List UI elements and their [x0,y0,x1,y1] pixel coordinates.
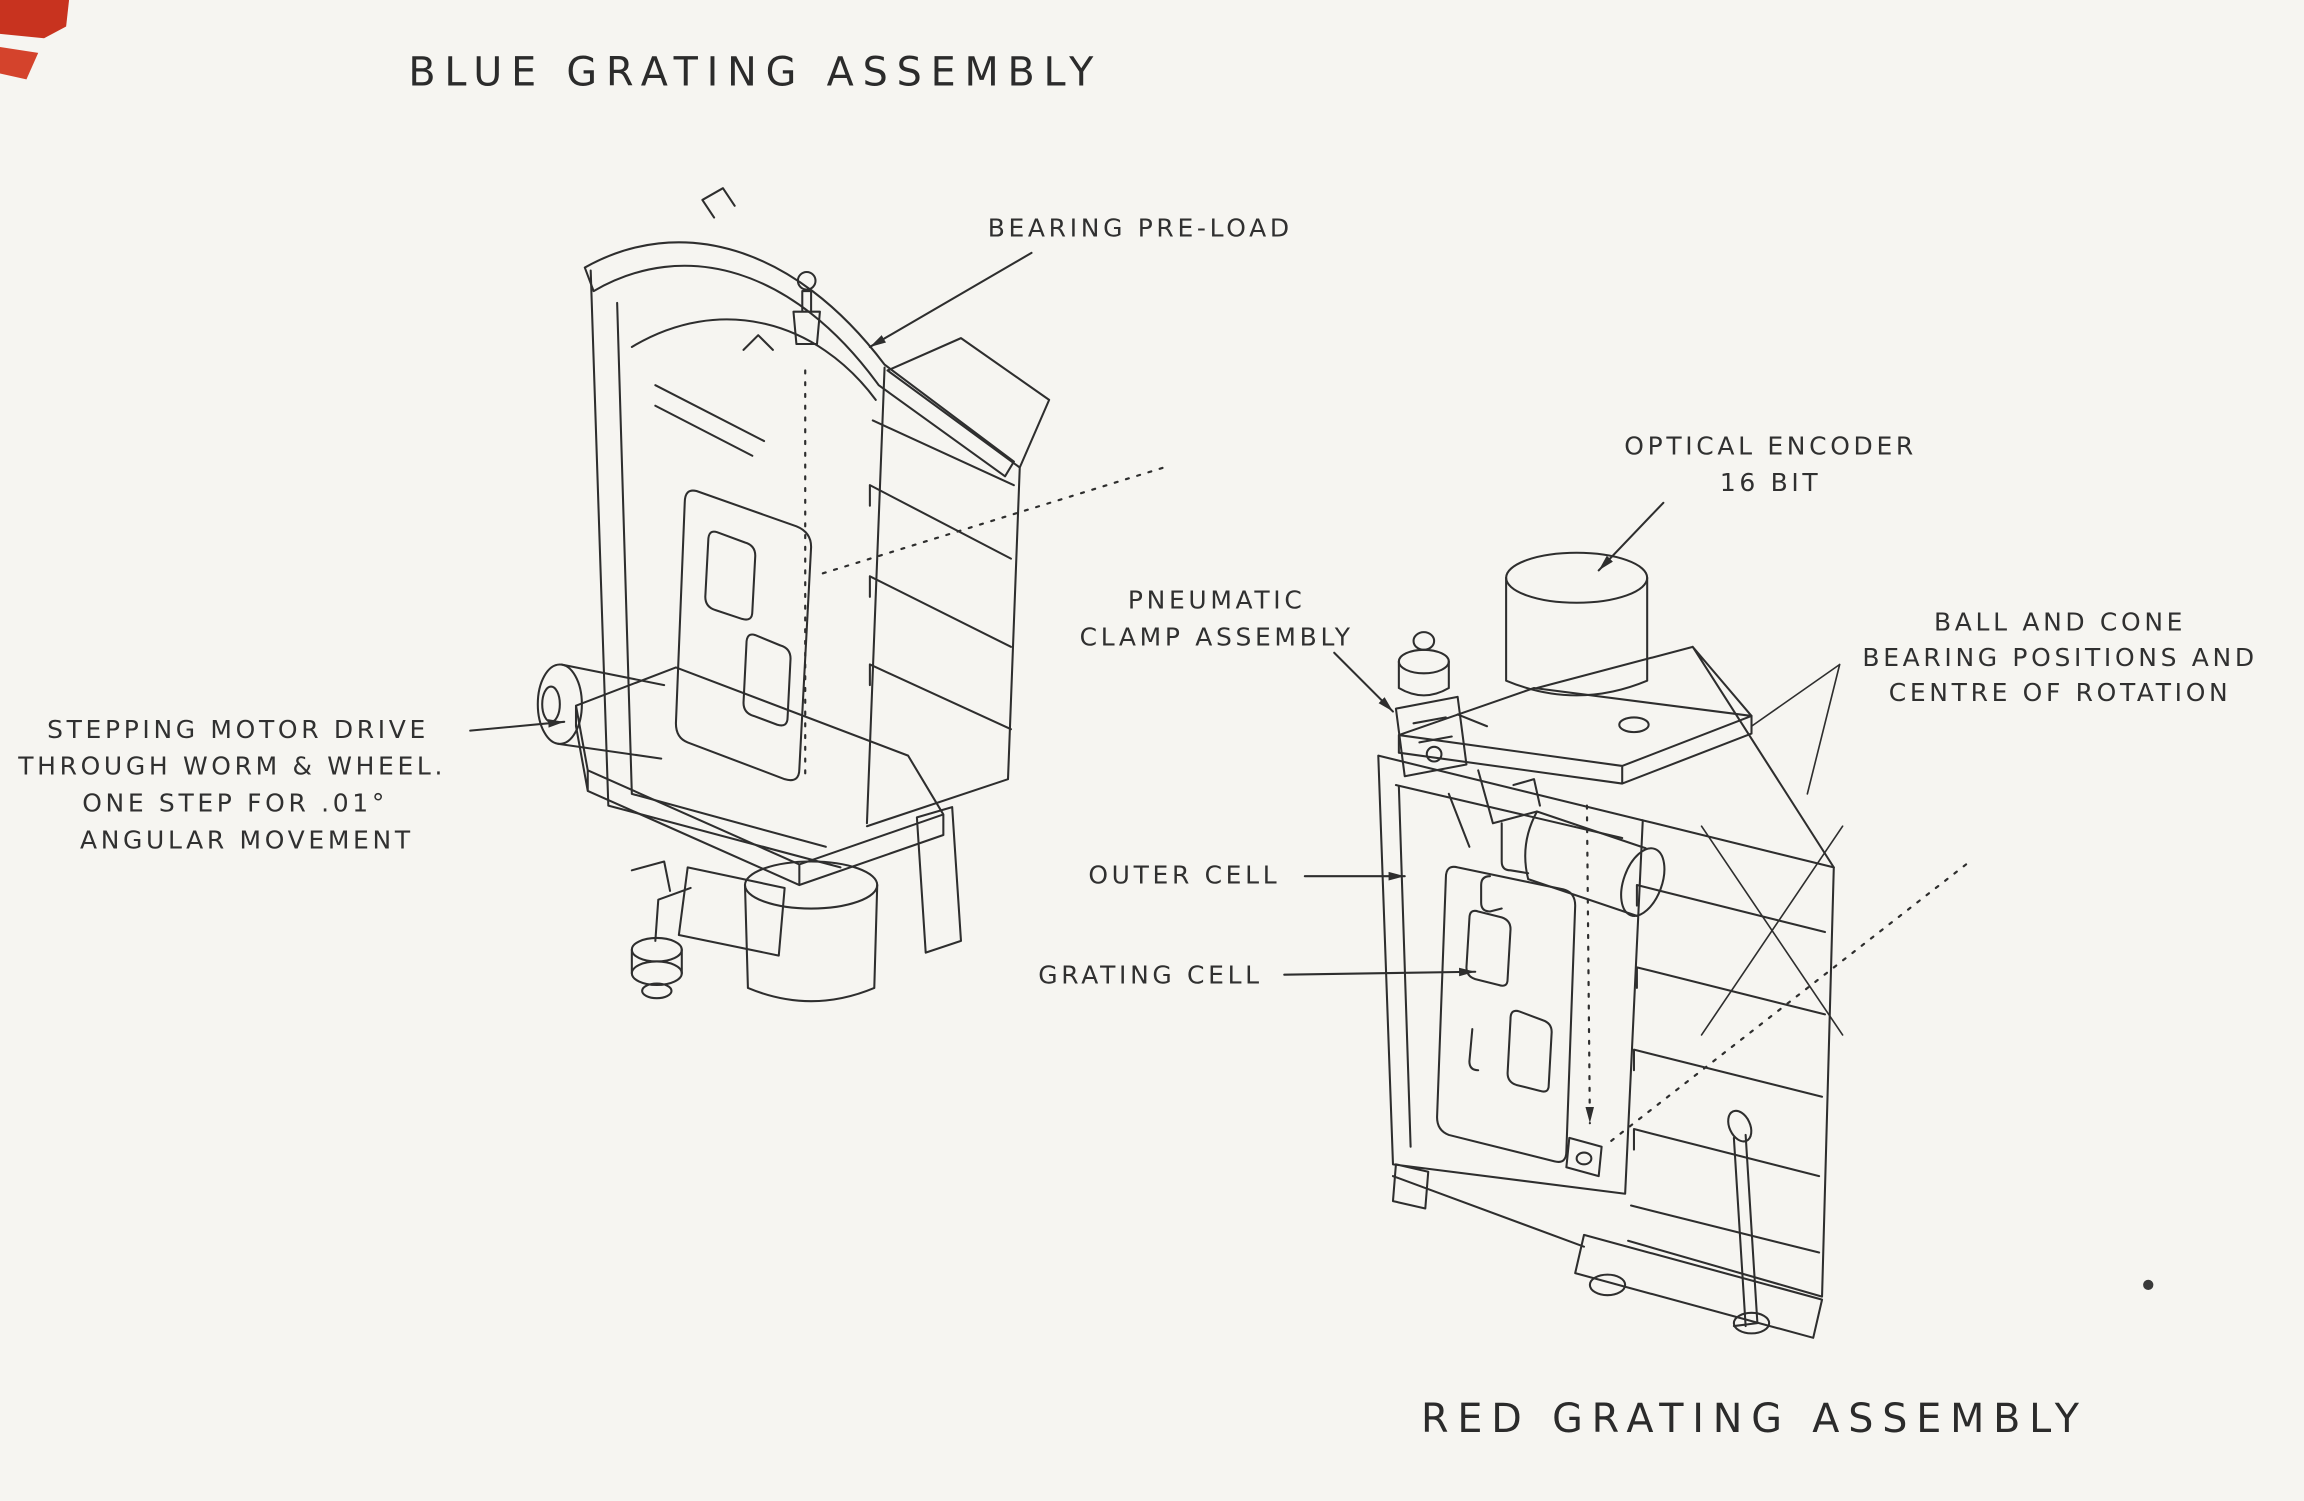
ball-and-cone-label-line3: CENTRE OF ROTATION [1889,678,2232,707]
blue-grating-window [674,489,813,782]
blue-top-rail [583,187,1015,478]
red-horizontal-cylinder [1524,810,1666,917]
stepping-motor-label-line3: ONE STEP FOR .01° [82,789,388,818]
blue-motor-end [536,663,583,745]
blue-motor-cylinder [536,663,666,760]
blue-under-mechanism [630,860,786,1000]
scan-mark-top-left [0,0,70,39]
bracket-hole [1575,1151,1593,1166]
ink-speck [2143,1279,2154,1291]
labels: BLUE GRATING ASSEMBLY RED GRATING ASSEMB… [17,49,2257,1442]
clamp-disc-top [1397,648,1450,675]
outer-cell-label: OUTER CELL [1088,861,1280,890]
blue-drum-body [743,883,879,1003]
blue-bearing-preload-knob [796,270,817,291]
red-plate-hole [1618,716,1650,734]
callout-leaders [469,251,1665,977]
red-rotation-axis-line [1606,863,1968,1145]
red-grating-assembly-drawing [1377,551,1968,1339]
red-assembly-title: RED GRATING ASSEMBLY [1421,1396,2088,1442]
ball-and-cone-label-line1: BALL AND CONE [1934,608,2186,637]
grating-cell-label: GRATING CELL [1038,961,1262,990]
blue-assembly-title: BLUE GRATING ASSEMBLY [408,49,1102,95]
blue-drum-top [743,860,879,910]
grating-cell-leader [1283,967,1477,977]
cylinder-body [1524,810,1647,917]
blue-platform [574,666,945,887]
stepping-motor-label-line1: STEPPING MOTOR DRIVE [47,715,429,744]
red-grating-window [1436,865,1577,1163]
clamp-pin [1425,745,1443,763]
base-foot-right [1732,1311,1771,1335]
red-scan-marks [0,0,70,80]
bearing-preload-label: BEARING PRE-LOAD [988,214,1293,243]
bracket-body [1565,1136,1603,1178]
blue-worm-housing [630,860,786,957]
cylinder-end [1620,847,1666,917]
encoder-body [1505,576,1649,697]
red-upper-mechanism [1447,769,1541,913]
encoder-top [1505,551,1649,604]
blue-foot-tip [641,982,673,1000]
optical-encoder-label-line2: 16 BIT [1720,468,1821,497]
blue-right-support [915,806,963,954]
ball-cone-bearing-lines [1700,663,1844,1036]
red-frame [1377,754,1644,1210]
blue-foot-sides [630,948,683,975]
red-rod [1727,1109,1759,1328]
blue-louver-panel [865,337,1051,828]
red-centerline [1585,804,1594,1125]
blue-construction-line [821,466,1165,575]
blue-drum [743,860,879,1003]
optical-encoder-leader [1597,501,1665,572]
ball-and-cone-label-line2: BEARING POSITIONS AND [1862,643,2257,672]
stepping-motor-label-line4: ANGULAR MOVEMENT [80,825,414,854]
red-gusset [1535,645,1835,869]
stepping-motor-label-line2: THROUGH WORM & WHEEL. [17,752,446,781]
pneumatic-clamp-label-line1: PNEUMATIC [1128,586,1306,615]
stepping-motor-leader [469,719,566,732]
blue-grating-assembly-drawing [536,187,1165,1003]
blue-motor-cap [541,685,561,723]
scan-mark-left-streak [0,47,39,80]
base-foot-left [1588,1273,1627,1297]
rod-cap [1727,1109,1753,1143]
red-optical-encoder-cylinder [1505,551,1649,697]
blue-frame [589,269,886,869]
red-pneumatic-clamp [1394,631,1489,778]
blue-bearing-preload-screw [792,290,821,346]
pneumatic-clamp-leader [1333,651,1395,713]
rod-body [1732,1133,1759,1328]
pneumatic-clamp-label-line2: CLAMP ASSEMBLY [1080,622,1354,651]
clamp-cap [1412,631,1436,651]
bearing-preload-leader [868,251,1033,348]
blue-foot-disc-top [630,936,683,963]
blue-motor-body [557,663,666,760]
clamp-body [1394,660,1489,778]
optical-encoder-label-line1: OPTICAL ENCODER [1624,431,1917,460]
blue-foot-disc-bottom [630,960,683,987]
red-pivot-bracket [1565,1136,1603,1178]
